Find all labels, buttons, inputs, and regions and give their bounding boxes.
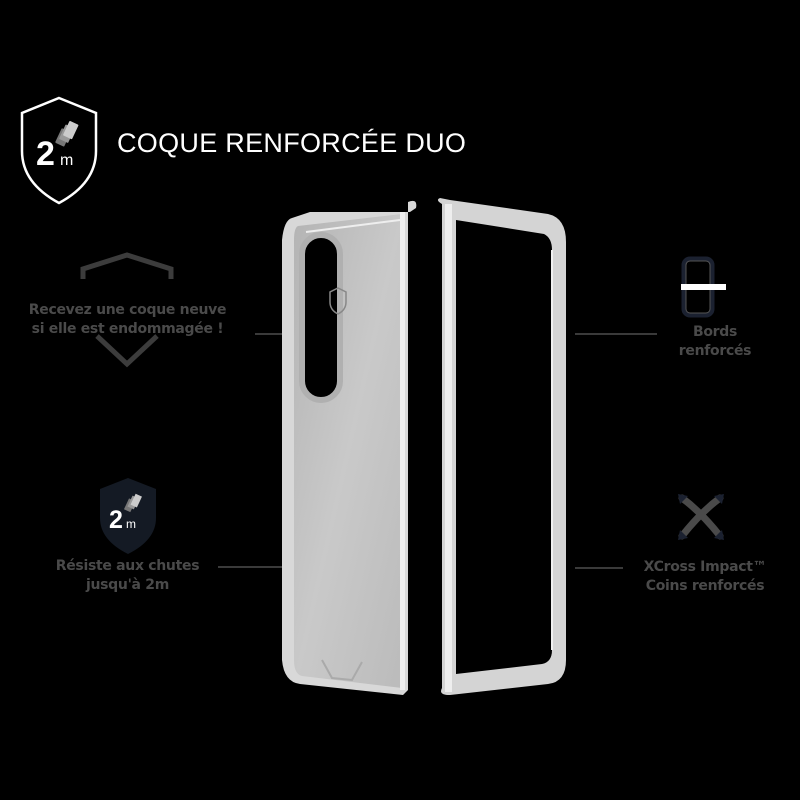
xcross-icon	[676, 492, 726, 542]
feature-replacement-text: Recevez une coque neuve si elle est endo…	[28, 302, 227, 337]
case-logo-icon	[329, 287, 347, 315]
svg-text:m: m	[126, 517, 136, 531]
svg-text:2: 2	[109, 506, 123, 534]
feature-drop-text: Résiste aux chutes jusqu'à 2m	[55, 558, 200, 593]
shield-2m-icon: 2 m	[98, 476, 158, 556]
shield-drop-icon: 2 m	[20, 96, 98, 205]
callout-line-corners	[575, 567, 623, 569]
feature-edges-text: Bords renforcés	[678, 324, 752, 359]
svg-text:2: 2	[36, 135, 55, 173]
case-back-half	[282, 200, 417, 695]
header-shield-badge: 2 m	[18, 95, 100, 207]
page-title: COQUE RENFORCÉE DUO	[117, 128, 467, 158]
reinforced-edges-icon	[681, 256, 729, 324]
case-frame-half	[437, 198, 566, 695]
shield-outline-icon	[80, 252, 176, 370]
svg-text:m: m	[60, 152, 73, 169]
feature-corners-text: XCross Impact™ Coins renforcés	[643, 559, 767, 594]
callout-line-edges	[575, 333, 657, 335]
callout-line-drop	[218, 566, 288, 568]
callout-line-replacement	[255, 333, 288, 335]
case-illustration	[270, 190, 580, 710]
